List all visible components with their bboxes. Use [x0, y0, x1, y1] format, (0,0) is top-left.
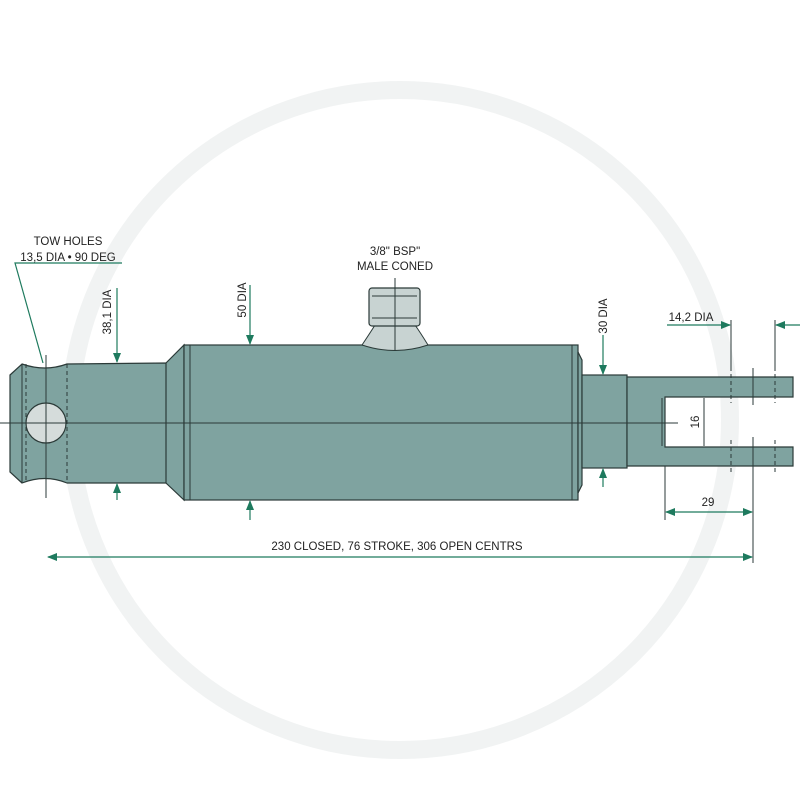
tow-holes-spec: 13,5 DIA • 90 DEG: [20, 252, 115, 264]
clevis-depth-label: 29: [702, 497, 715, 509]
slot-width-label: 16: [690, 416, 702, 429]
port-label: 3/8" BSP": [370, 246, 420, 258]
eye-dia-label: 38,1 DIA: [102, 289, 114, 334]
overall-length-label: 230 CLOSED, 76 STROKE, 306 OPEN CENTRS: [271, 541, 523, 553]
rod-dia-label: 30 DIA: [598, 298, 610, 333]
pin-dia-label: 14,2 DIA: [669, 312, 714, 324]
port-spec: MALE CONED: [357, 261, 433, 273]
piston-rod: [581, 374, 628, 469]
barrel-dia-label: 50 DIA: [237, 282, 249, 317]
tow-holes-label: TOW HOLES: [34, 236, 103, 248]
clevis: [626, 376, 794, 467]
